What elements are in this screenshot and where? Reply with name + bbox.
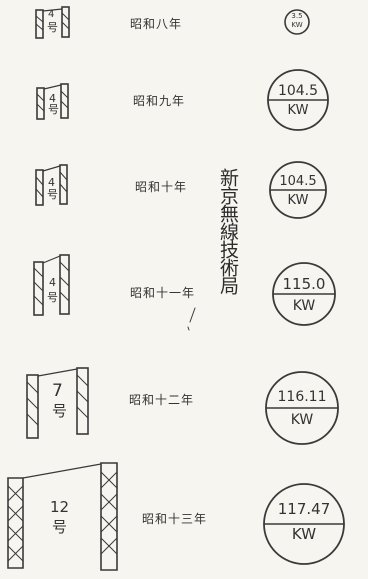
tower-number-row-2: 4 [49,92,56,105]
tower-suffix-row-3: 号 [47,188,58,201]
power-value-row-5: 116.11 [277,389,327,405]
tower-suffix-row-4: 号 [47,291,58,304]
tower-number-row-4: 4 [49,276,56,289]
stray-mark [187,326,190,331]
power-badge-row-5 [265,371,339,445]
power-unit-row-1: KW [291,21,303,29]
power-badge-row-3 [269,161,327,219]
era-label-row-5: 昭和十二年 [129,393,195,407]
power-value-row-6: 117.47 [277,500,331,518]
tower-row-6 [7,462,118,571]
era-label-row-4: 昭和十一年 [130,286,196,300]
power-badge-row-2 [267,69,329,131]
tower-number-row-3: 4 [48,176,55,189]
era-label-row-6: 昭和十三年 [142,512,208,526]
power-badge-row-4 [272,262,336,326]
tower-row-5 [26,367,89,439]
tower-number-row-6: 12 [50,498,70,516]
power-unit-row-2: KW [287,103,309,118]
era-label-row-1: 昭和八年 [130,17,183,31]
power-unit-row-5: KW [290,412,314,428]
tower-row-2 [36,83,69,120]
power-badge-row-1 [284,9,310,35]
power-value-row-1: 3.5 [291,12,303,20]
power-value-row-3: 104.5 [279,174,317,189]
vertical-title: 新京無線技術局 [217,168,239,294]
tower-row-3 [35,164,68,206]
power-value-row-2: 104.5 [277,83,319,99]
tower-row-1 [35,6,70,39]
power-value-row-4: 115.0 [282,275,326,293]
era-label-row-2: 昭和九年 [133,94,186,108]
power-unit-row-6: KW [291,525,317,543]
tower-suffix-row-2: 号 [48,103,59,116]
tower-number-row-5: 7 [52,381,63,401]
stray-mark [189,307,196,323]
tower-suffix-row-1: 号 [47,21,58,34]
tower-suffix-row-5: 号 [52,402,68,420]
power-unit-row-4: KW [292,298,316,314]
power-badge-row-6 [263,483,345,565]
tower-row-4 [33,254,70,316]
power-unit-row-3: KW [287,193,309,208]
tower-number-row-1: 4 [48,9,55,20]
tower-suffix-row-6: 号 [52,518,68,536]
era-label-row-3: 昭和十年 [135,180,188,194]
